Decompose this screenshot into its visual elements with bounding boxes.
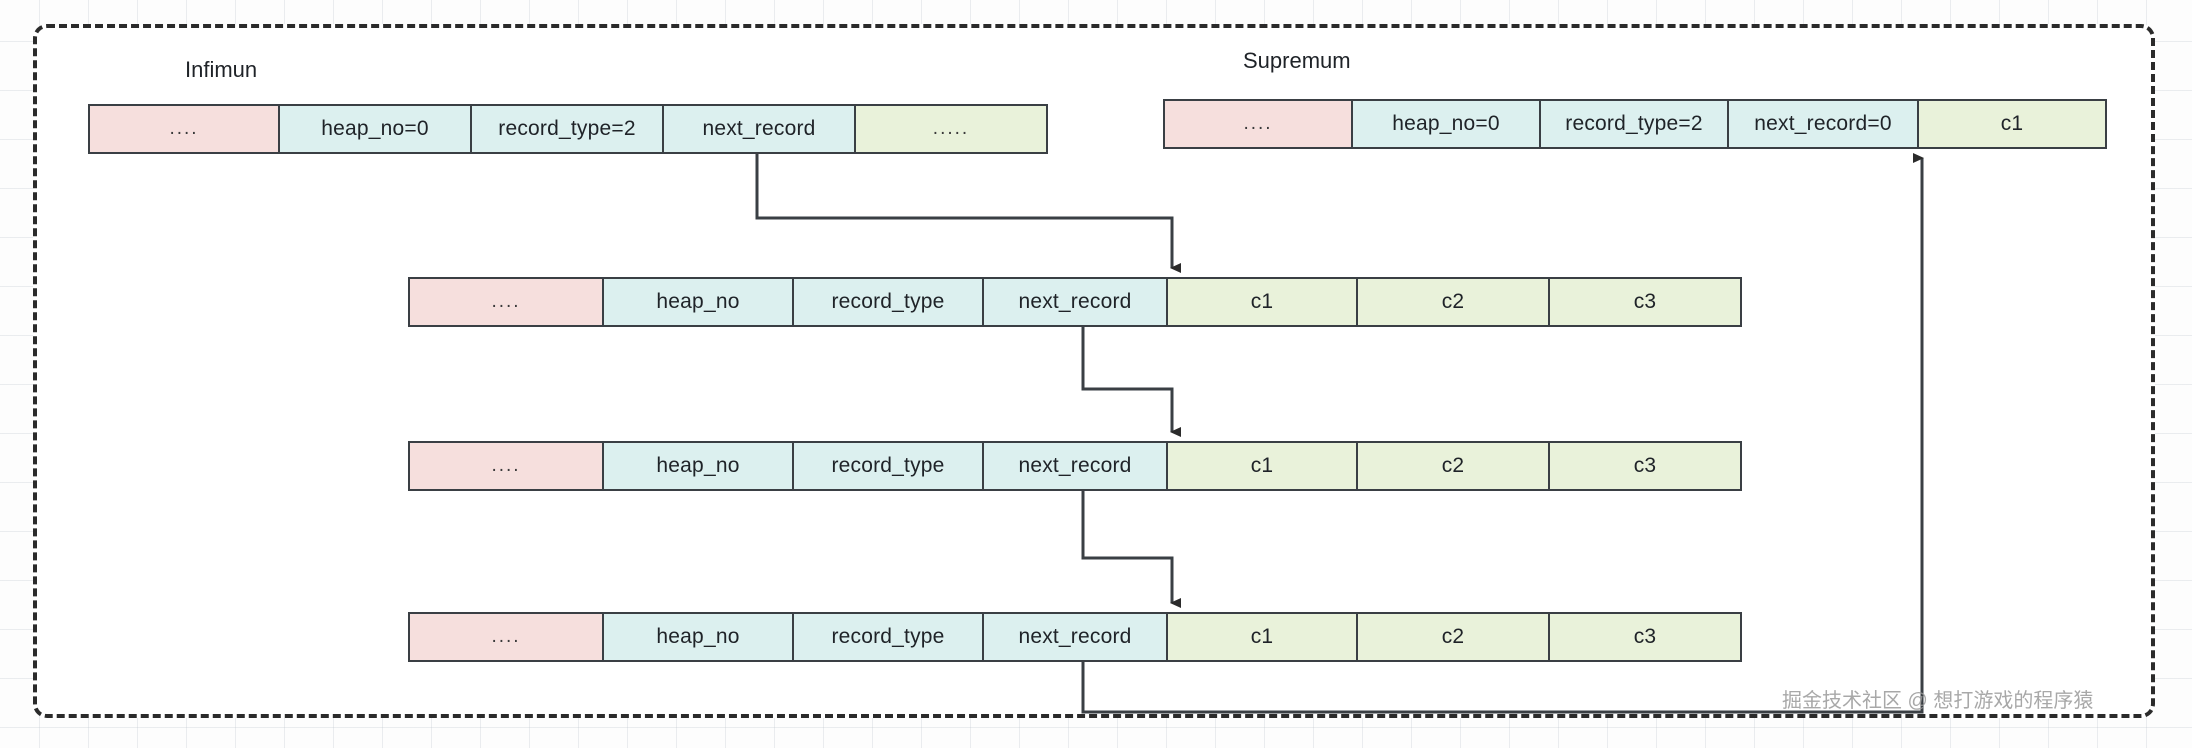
cell-user2-record-type: record_type bbox=[792, 441, 984, 491]
cell-user3-c2: c2 bbox=[1356, 612, 1550, 662]
cell-supremum-next-record: next_record=0 bbox=[1727, 99, 1919, 149]
cell-supremum-heap-no: heap_no=0 bbox=[1351, 99, 1541, 149]
cell-user1-c1: c1 bbox=[1166, 277, 1358, 327]
cell-user1-heap-no: heap_no bbox=[602, 277, 794, 327]
cell-user3-c1: c1 bbox=[1166, 612, 1358, 662]
cell-user1-extra: .... bbox=[408, 277, 604, 327]
record-row-user-1: .... heap_no record_type next_record c1 … bbox=[408, 277, 1742, 327]
cell-infimum-extra: .... bbox=[88, 104, 280, 154]
record-row-user-3: .... heap_no record_type next_record c1 … bbox=[408, 612, 1742, 662]
cell-user2-heap-no: heap_no bbox=[602, 441, 794, 491]
cell-user3-next-record: next_record bbox=[982, 612, 1168, 662]
cell-supremum-extra: .... bbox=[1163, 99, 1353, 149]
cell-user3-c3: c3 bbox=[1548, 612, 1742, 662]
cell-user1-c3: c3 bbox=[1548, 277, 1742, 327]
cell-user2-c1: c1 bbox=[1166, 441, 1358, 491]
cell-infimum-heap-no: heap_no=0 bbox=[278, 104, 472, 154]
cell-user1-c2: c2 bbox=[1356, 277, 1550, 327]
record-row-supremum: .... heap_no=0 record_type=2 next_record… bbox=[1163, 99, 2107, 149]
cell-infimum-record-type: record_type=2 bbox=[470, 104, 664, 154]
infimum-title: Infimun bbox=[185, 57, 258, 82]
cell-supremum-c1: c1 bbox=[1917, 99, 2107, 149]
cell-user2-next-record: next_record bbox=[982, 441, 1168, 491]
supremum-title: Supremum bbox=[1243, 48, 1351, 73]
cell-user1-next-record: next_record bbox=[982, 277, 1168, 327]
record-row-user-2: .... heap_no record_type next_record c1 … bbox=[408, 441, 1742, 491]
cell-supremum-record-type: record_type=2 bbox=[1539, 99, 1729, 149]
cell-infimum-payload: ..... bbox=[854, 104, 1048, 154]
watermark-text: 掘金技术社区 @ 想打游戏的程序猿 bbox=[1782, 690, 2094, 712]
cell-user3-record-type: record_type bbox=[792, 612, 984, 662]
record-row-infimum: .... heap_no=0 record_type=2 next_record… bbox=[88, 104, 1048, 154]
cell-user3-extra: .... bbox=[408, 612, 604, 662]
cell-user2-c3: c3 bbox=[1548, 441, 1742, 491]
cell-user2-extra: .... bbox=[408, 441, 604, 491]
cell-user1-record-type: record_type bbox=[792, 277, 984, 327]
cell-infimum-next-record: next_record bbox=[662, 104, 856, 154]
cell-user2-c2: c2 bbox=[1356, 441, 1550, 491]
cell-user3-heap-no: heap_no bbox=[602, 612, 794, 662]
